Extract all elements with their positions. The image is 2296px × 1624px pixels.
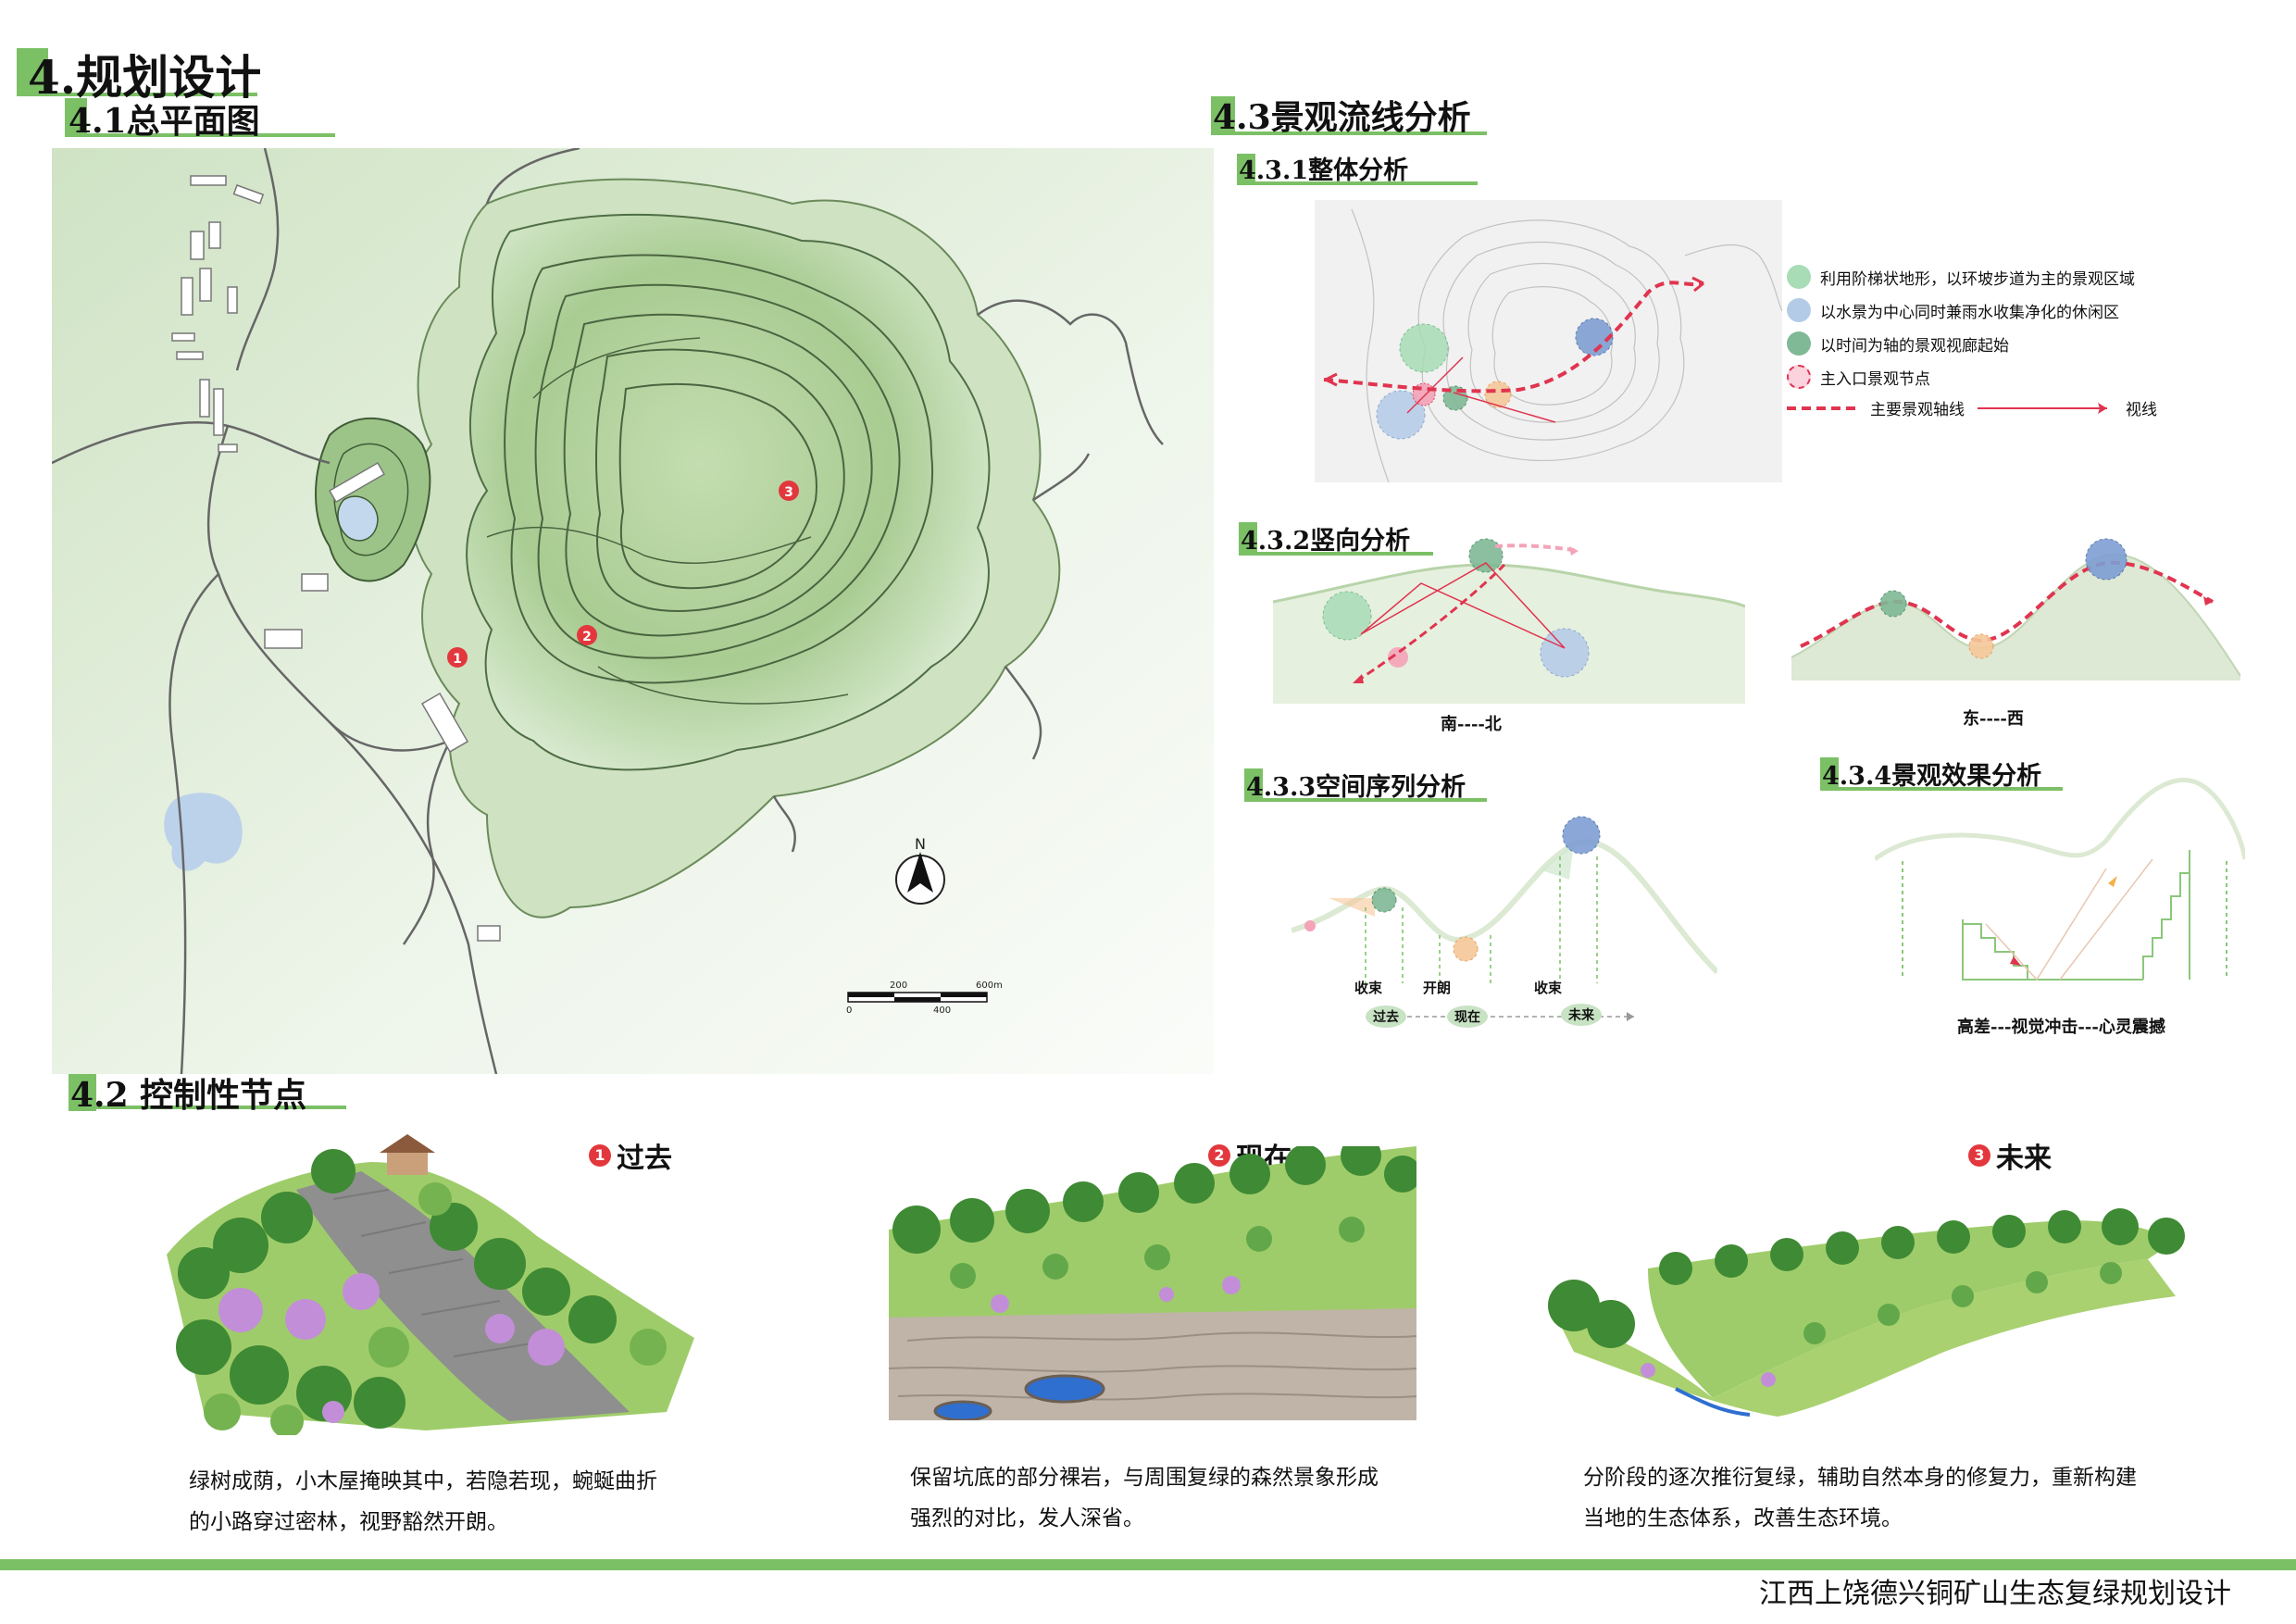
- master-plan-map: 1 2 3 N 200 600m 0 400: [51, 146, 1214, 1075]
- seq-label-3: 收束: [1534, 980, 1563, 996]
- footer-project-title: 江西上饶德兴铜矿山生态复绿规划设计: [1759, 1578, 2231, 1610]
- node-1-desc-line-1: 绿树成荫，小木屋掩映其中，若隐若现，蜿蜒曲折: [189, 1469, 657, 1493]
- section-41-title: 4.1总平面图: [69, 102, 260, 141]
- section-432-title: 4.3.2竖向分析: [1241, 527, 1411, 556]
- node-3-title: 3 未来: [1968, 1135, 2052, 1176]
- legend-sight-label: 视线: [2126, 401, 2157, 419]
- scale-bar: 200 600m 0 400: [846, 981, 1003, 1016]
- node-3-number: 3: [1968, 1144, 1990, 1167]
- map-marker-1: 1: [453, 652, 462, 667]
- node-3-illustration: [1537, 1204, 2185, 1417]
- section-434-underline: [1820, 787, 2063, 791]
- node-2-desc-line-2: 强烈的对比，发人深省。: [910, 1506, 1144, 1530]
- section-42-underline: [69, 1106, 346, 1109]
- section-433-underline: [1244, 798, 1487, 802]
- section-43-underline: [1211, 131, 1487, 135]
- node-2-description: 保留坑底的部分裸岩，与周围复绿的森然景象形成 强烈的对比，发人深省。: [910, 1457, 1379, 1539]
- section-43-title: 4.3景观流线分析: [1213, 98, 1471, 137]
- node-3-desc-line-2: 当地的生态体系，改善生态环境。: [1583, 1506, 1903, 1530]
- scale-label-400: 400: [933, 1006, 951, 1016]
- section-431-underline: [1237, 181, 1478, 185]
- sight-line-icon: [1978, 402, 2107, 414]
- landscape-effect-diagram: [1873, 776, 2248, 998]
- map-marker-2: 2: [582, 630, 592, 644]
- node-1-title: 1 过去: [589, 1135, 672, 1176]
- legend-text-2: 以水景为中心同时兼雨水收集净化的休闲区: [1820, 303, 2119, 322]
- section-43-accent: [1211, 96, 1235, 135]
- time-future: 未来: [1568, 1007, 1595, 1023]
- legend-item-1: 利用阶梯状地形，以环坡步道为主的景观区域: [1787, 265, 2135, 289]
- legend-axis-label: 主要景观轴线: [1870, 401, 1965, 419]
- time-past: 过去: [1373, 1009, 1399, 1025]
- node-1-illustration: [148, 1134, 722, 1438]
- landscape-effect-caption: 高差---视觉冲击---心灵震撼: [1957, 1018, 2165, 1037]
- section-434-title: 4.3.4景观效果分析: [1822, 762, 2042, 791]
- node-1-desc-line-2: 的小路穿过密林，视野豁然开朗。: [189, 1510, 508, 1534]
- north-arrow-icon: N: [895, 835, 945, 905]
- node-1-label: 过去: [617, 1143, 672, 1175]
- section-433-title: 4.3.3空间序列分析: [1246, 773, 1466, 802]
- section-41-underline: [65, 133, 335, 137]
- legend-item-3: 以时间为轴的景观视廊起始: [1787, 331, 2009, 356]
- section-433-accent: [1244, 768, 1263, 802]
- legend-swatch-1: [1787, 265, 1811, 289]
- title-accent-bar: [17, 48, 48, 96]
- node-3-description: 分阶段的逐次推衍复绿，辅助自然本身的修复力，重新构建 当地的生态体系，改善生态环…: [1583, 1457, 2137, 1539]
- legend-text-3: 以时间为轴的景观视廊起始: [1820, 336, 2009, 356]
- seq-label-2: 开朗: [1423, 980, 1451, 996]
- section-432-accent: [1239, 522, 1257, 556]
- title-underline: [17, 93, 257, 96]
- east-west-caption: 东----西: [1963, 709, 2024, 729]
- node-3-label: 未来: [1996, 1143, 2052, 1175]
- overall-analysis-diagram: [1315, 200, 1783, 483]
- section-42-accent: [69, 1074, 96, 1111]
- scale-label-0: 0: [846, 1006, 852, 1016]
- legend-axis-row: 主要景观轴线 视线: [1787, 396, 2157, 419]
- north-label: N: [915, 835, 926, 853]
- seq-label-1: 收束: [1354, 980, 1383, 996]
- node-1-number: 1: [589, 1144, 611, 1167]
- south-north-caption: 南----北: [1441, 715, 1502, 734]
- scale-label-600m: 600m: [976, 981, 1003, 991]
- section-432-underline: [1239, 552, 1433, 556]
- page-title: 4.规划设计: [28, 50, 262, 105]
- time-present: 现在: [1454, 1009, 1480, 1025]
- vertical-analysis-east-west: [1791, 528, 2241, 681]
- node-3-desc-line-1: 分阶段的逐次推衍复绿，辅助自然本身的修复力，重新构建: [1583, 1466, 2137, 1490]
- footer-bar: [0, 1559, 2296, 1570]
- section-434-accent: [1820, 757, 1839, 791]
- node-2-illustration: [888, 1135, 1421, 1422]
- legend-text-1: 利用阶梯状地形，以环坡步道为主的景观区域: [1820, 269, 2135, 289]
- vertical-analysis-south-north: [1272, 528, 1746, 713]
- section-41-accent: [65, 98, 87, 137]
- section-42-title: 4.2 控制性节点: [70, 1076, 307, 1115]
- node-2-desc-line-1: 保留坑底的部分裸岩，与周围复绿的森然景象形成: [910, 1466, 1379, 1490]
- section-431-accent: [1237, 154, 1255, 185]
- legend-swatch-2: [1787, 298, 1811, 322]
- legend-item-4: 主入口景观节点: [1787, 365, 1930, 389]
- scale-label-200: 200: [890, 981, 907, 991]
- map-marker-3: 3: [784, 485, 793, 500]
- legend-swatch-3: [1787, 331, 1811, 356]
- axis-line-icon: [1787, 406, 1861, 410]
- node-2-number: 2: [1208, 1144, 1230, 1167]
- node-1-description: 绿树成荫，小木屋掩映其中，若隐若现，蜿蜒曲折 的小路穿过密林，视野豁然开朗。: [189, 1461, 657, 1543]
- section-431-title: 4.3.1整体分析: [1239, 156, 1409, 185]
- legend-item-2: 以水景为中心同时兼雨水收集净化的休闲区: [1787, 298, 2119, 322]
- legend-text-4: 主入口景观节点: [1820, 369, 1930, 389]
- legend-swatch-4: [1787, 365, 1811, 389]
- spatial-sequence-diagram: 收束 开朗 收束 过去 现在 未来: [1291, 806, 1720, 1037]
